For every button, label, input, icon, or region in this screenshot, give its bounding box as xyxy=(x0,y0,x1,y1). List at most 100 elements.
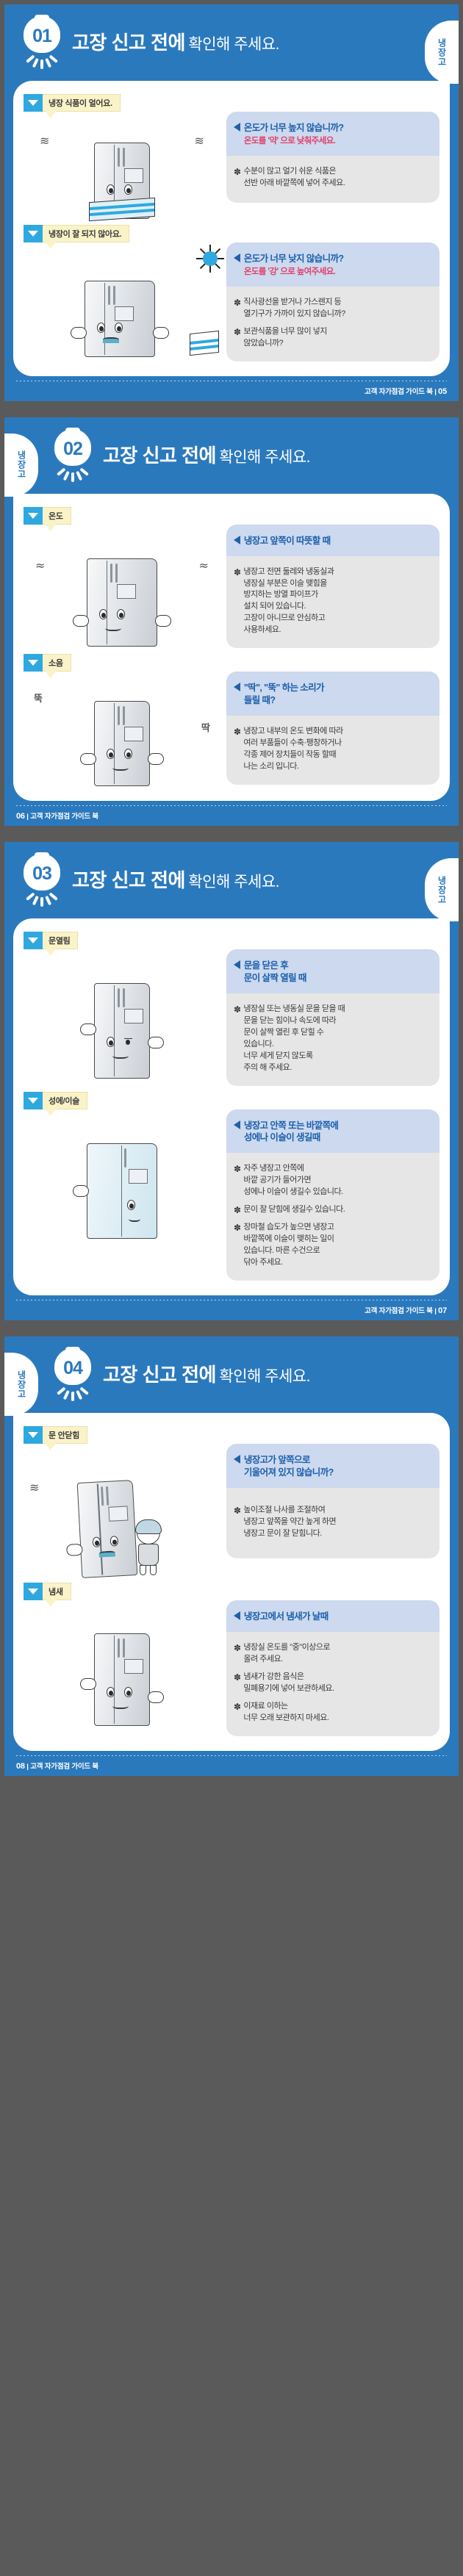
illustration-column: 소음 뚝 딱 xyxy=(24,652,220,787)
footer-separator: | xyxy=(434,1307,437,1316)
page-title-light: 확인해 주세요. xyxy=(219,1368,311,1386)
illustration-fridge-door-open xyxy=(24,954,220,1079)
illustration-column: 냉장 식품이 얼어요. ≋ ≋ xyxy=(24,93,220,222)
footer-page-number: 07 xyxy=(438,1306,447,1316)
footer-separator: | xyxy=(26,1762,29,1771)
asterisk-icon: ✽ xyxy=(233,1004,241,1015)
lightbulb-icon: 03 xyxy=(19,852,65,908)
symptom-tag: 문 안닫힘 xyxy=(24,1426,88,1451)
illustration-column: 냄새 xyxy=(24,1581,220,1736)
symptom-tag-label: 냄새 xyxy=(43,1583,71,1601)
answer-box: ✽ 자주 냉장고 안쪽에 바깥 공기가 들어가면 성에나 이슬이 생길수 있습니… xyxy=(226,1153,439,1281)
footer-page-number: 06 xyxy=(16,812,25,821)
qa-section: 온도 ≈ ≈ xyxy=(24,506,439,649)
symptom-tag-label: 소음 xyxy=(43,654,71,672)
side-tab-category[interactable]: 냉장고 xyxy=(4,433,38,497)
content-card: 냉장 식품이 얼어요. ≋ ≋ xyxy=(13,81,450,376)
symptom-tag-label: 냉장이 잘 되지 않아요. xyxy=(43,225,130,242)
answer-box: ✽ 높이조절 나사를 조절하여 냉장고 앞쪽을 약간 높게 하면 냉장고 문이 … xyxy=(226,1487,439,1558)
asterisk-icon: ✽ xyxy=(233,326,241,337)
footer-separator: | xyxy=(434,387,437,396)
page-footer: 06 | 고객 자가점검 가이드 북 xyxy=(4,801,459,827)
page-title-light: 확인해 주세요. xyxy=(219,448,311,466)
note-text: 직사광선을 받거나 가스렌지 등 열기구가 가까이 있지 않습니까? xyxy=(243,297,345,318)
page-title-strong: 고장 신고 전에 xyxy=(72,32,185,54)
note-text: 수분이 많고 얼기 쉬운 식품은 선반 아래 바깥쪽에 넣어 주세요. xyxy=(243,166,345,187)
asterisk-icon: ✽ xyxy=(233,726,241,737)
illustration-column: 냉장이 잘 되지 않아요. xyxy=(24,223,224,361)
question-text: 문을 닫은 후 문이 살짝 열릴 때 xyxy=(243,960,307,984)
note-text: 장마철 습도가 높으면 냉장고 바깥쪽에 이슬이 맺히는 일이 있습니다. 마른… xyxy=(243,1223,334,1267)
lightbulb-icon: 04 xyxy=(50,1347,96,1403)
illustration-fridge-hot xyxy=(24,245,224,357)
answer-box: ✽ 직사광선을 받거나 가스렌지 등 열기구가 가까이 있지 않습니까? ✽ 보… xyxy=(226,286,439,361)
asterisk-icon: ✽ xyxy=(233,1642,241,1653)
illustration-fridge-noise: 뚝 딱 xyxy=(24,676,220,787)
side-tab-label: 냉장고 xyxy=(437,875,447,904)
page-header: 02 고장 신고 전에 확인해 주세요. xyxy=(4,417,459,494)
note-item: ✽ 이재료 이하는 너무 오래 보관하지 마세요. xyxy=(234,1701,431,1724)
question-text: 냉장고에서 냄새가 날때 xyxy=(243,1611,329,1622)
page-title-strong: 고장 신고 전에 xyxy=(103,1364,216,1386)
note-text: 보관식품을 너무 많이 넣지 않았습니까? xyxy=(243,326,327,348)
answer-column: 냉장고 앞쪽이 따뜻할 때 ✽ 냉장고 전면 둘레와 냉동실과 냉장실 부분은 … xyxy=(226,506,439,649)
caret-left-icon xyxy=(233,1611,240,1621)
page-footer: 08 | 고객 자가점검 가이드 북 xyxy=(4,1750,459,1776)
note-item: ✽ 냄새가 강한 음식은 밀폐용기에 넣어 보관하세요. xyxy=(234,1672,431,1695)
answer-column: "딱", "뚝" 하는 소리가 들릴 때? ✽ 냉장고 내부의 온도 변화에 따… xyxy=(226,652,439,786)
illustration-fridge-tilted: ≋ xyxy=(24,1448,220,1578)
sun-icon xyxy=(195,245,224,273)
qa-section: 냄새 냉장고에서 냄 xyxy=(24,1581,439,1736)
page-number-badge: 01 xyxy=(32,26,52,46)
symptom-tag: 문열림 xyxy=(24,932,79,957)
note-item: ✽ 보관식품을 너무 많이 넣지 않았습니까? xyxy=(234,326,431,350)
page-number-badge: 02 xyxy=(63,438,83,459)
page-title: 고장 신고 전에 확인해 주세요. xyxy=(103,1364,311,1386)
note-text: 냄새가 강한 음식은 밀폐용기에 넣어 보관하세요. xyxy=(243,1672,334,1693)
note-item: ✽ 냉장고 내부의 온도 변화에 따라 여러 부품들이 수축·팽창하거나 각종 … xyxy=(234,726,431,773)
guide-page-03: 냉장고 03 고장 신고 전에 확인해 주세요. xyxy=(0,838,463,1325)
illustration-column: 온도 ≈ ≈ xyxy=(24,506,220,649)
asterisk-icon: ✽ xyxy=(233,1205,241,1216)
chevron-down-icon xyxy=(24,94,43,112)
note-item: ✽ 직사광선을 받거나 가스렌지 등 열기구가 가까이 있지 않습니까? xyxy=(234,297,431,320)
asterisk-icon: ✽ xyxy=(233,1672,241,1683)
side-tab-category[interactable]: 냉장고 xyxy=(4,1353,38,1417)
symptom-tag-label: 문열림 xyxy=(43,932,79,950)
asterisk-icon: ✽ xyxy=(233,297,241,308)
asterisk-icon: ✽ xyxy=(233,1164,241,1175)
lightbulb-icon: 02 xyxy=(50,427,96,483)
note-text: 냉장고 내부의 온도 변화에 따라 여러 부품들이 수축·팽창하거나 각종 제어… xyxy=(243,726,343,771)
side-tab-category[interactable]: 냉장고 xyxy=(425,858,459,922)
note-item: ✽ 수분이 많고 얼기 쉬운 식품은 선반 아래 바깥쪽에 넣어 주세요. xyxy=(234,166,431,190)
page-number-badge: 04 xyxy=(63,1358,83,1379)
page-title-strong: 고장 신고 전에 xyxy=(103,444,216,467)
answer-column: 냉장고에서 냄새가 날때 ✽ 냉장실 온도를 "중"이상으로 올려 주세요. ✽… xyxy=(226,1581,439,1736)
symptom-tag-label: 성에/이슬 xyxy=(43,1091,88,1109)
answer-box: ✽ 냉장실 온도를 "중"이상으로 올려 주세요. ✽ 냄새가 강한 음식은 밀… xyxy=(226,1631,439,1736)
footer-label: 고객 자가점검 가이드 북 xyxy=(365,387,433,396)
footer-content: 08 | 고객 자가점검 가이드 북 xyxy=(16,1760,98,1771)
note-text: 이재료 이하는 너무 오래 보관하지 마세요. xyxy=(243,1701,329,1722)
question-text: 온도가 너무 높지 않습니까? xyxy=(243,123,344,133)
qa-section: 문 안닫힘 ≋ xyxy=(24,1425,439,1578)
answer-box: ✽ 수분이 많고 얼기 쉬운 식품은 선반 아래 바깥쪽에 넣어 주세요. xyxy=(226,155,439,203)
gas-range-icon xyxy=(189,330,219,356)
guide-page-02: 냉장고 02 고장 신고 전에 확인해 주세요. xyxy=(0,412,463,831)
chevron-down-icon xyxy=(24,932,43,950)
content-card: 문 안닫힘 ≋ xyxy=(13,1413,450,1751)
answer-box: ✽ 냉장고 전면 둘레와 냉동실과 냉장실 부분은 이슬 맺힘을 방지하는 방열… xyxy=(226,555,439,649)
girl-character xyxy=(132,1519,165,1577)
answer-column: 냉장고가 앞쪽으로 기울어져 있지 않습니까? ✽ 높이조절 나사를 조절하여 … xyxy=(226,1425,439,1577)
note-item: ✽ 냉장실 온도를 "중"이상으로 올려 주세요. xyxy=(234,1642,431,1666)
side-tab-category[interactable]: 냉장고 xyxy=(425,21,459,84)
illustration-fridge-frozen: ≋ ≋ xyxy=(24,116,220,222)
caret-left-icon xyxy=(233,960,240,970)
chevron-down-icon xyxy=(24,1583,43,1601)
illustration-fridge-frost xyxy=(24,1114,220,1239)
caret-left-icon xyxy=(233,1455,240,1464)
footer-page-number: 08 xyxy=(16,1761,25,1771)
page-title: 고장 신고 전에 확인해 주세요. xyxy=(103,444,311,467)
symptom-tag: 소음 xyxy=(24,654,71,679)
illustration-column: 문 안닫힘 ≋ xyxy=(24,1425,220,1578)
